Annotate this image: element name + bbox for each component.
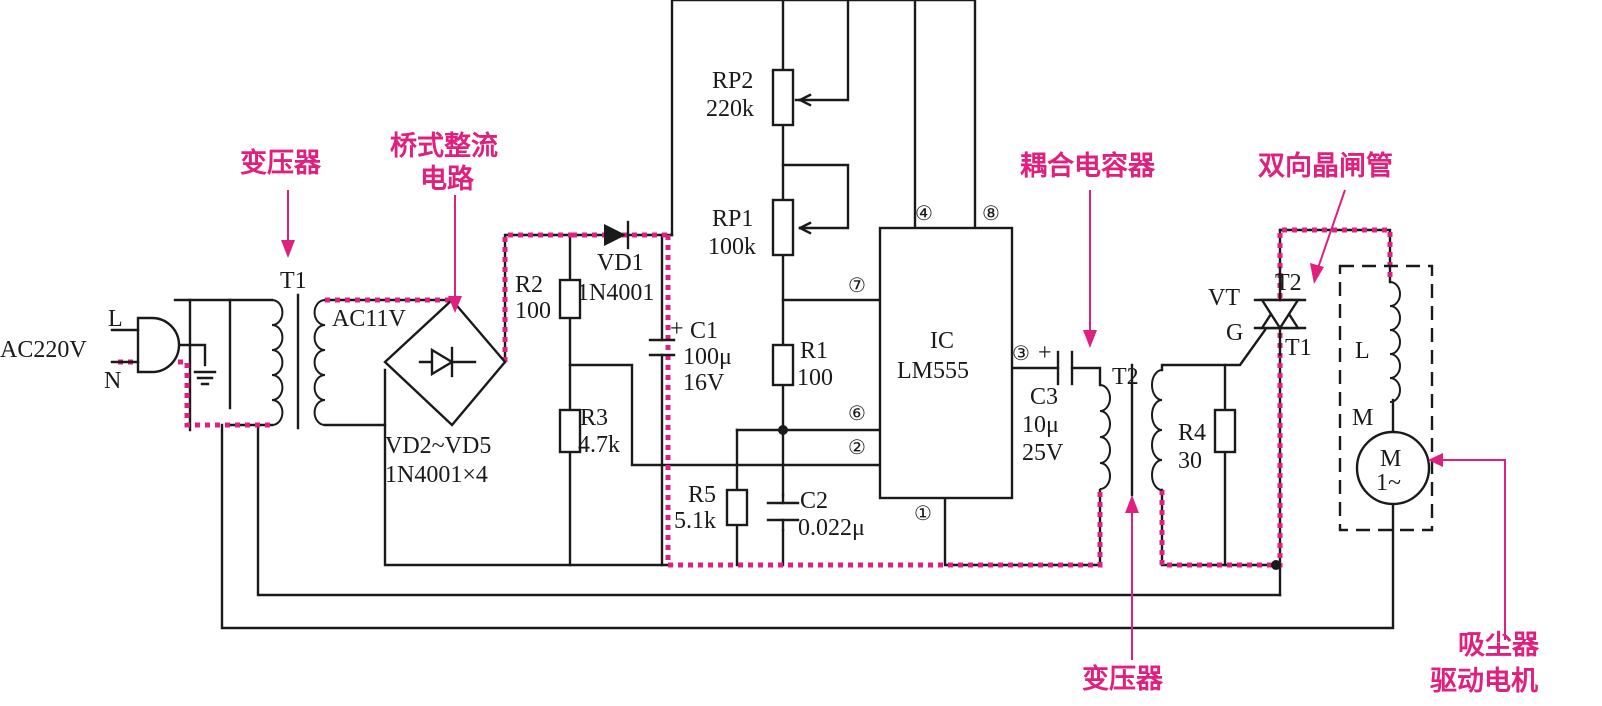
motor-circle: [1355, 430, 1431, 506]
label-r1: R1: [800, 338, 828, 364]
label-t2: T2: [1112, 364, 1139, 390]
label-c1-voltage: 16V: [683, 370, 725, 396]
label-rp2-value: 220k: [706, 96, 754, 122]
annotation-motor-line1: 吸尘器: [1458, 630, 1540, 661]
annotation-motor-line2: 驱动电机: [1430, 666, 1538, 697]
label-c2-value: 0.022μ: [798, 515, 865, 541]
bridge-rectifier: [383, 298, 507, 427]
label-vd2-part: 1N4001×4: [385, 462, 488, 488]
triac-vt: [1253, 266, 1307, 357]
annotation-transformer-bottom: 变压器: [1082, 663, 1164, 695]
pin-7: ⑦: [848, 275, 866, 297]
pin-3: ③: [1012, 343, 1030, 365]
label-motor-symbol: M: [1380, 446, 1401, 472]
label-c1: C1: [690, 318, 718, 344]
label-motor-phase: 1~: [1376, 470, 1401, 496]
diode-vd1: [604, 220, 630, 250]
label-r2: R2: [515, 272, 543, 298]
label-motor-l: L: [1355, 338, 1370, 364]
label-ac220v: AC220V: [0, 337, 87, 363]
label-ac11v: AC11V: [332, 306, 406, 332]
motor-dashed-box: [1338, 264, 1434, 532]
pin-8: ⑧: [982, 203, 1000, 225]
potentiometer-rp2: [771, 68, 795, 127]
label-r4-value: 30: [1178, 448, 1202, 474]
label-vt-t1: T1: [1285, 335, 1312, 361]
label-vt-g: G: [1226, 320, 1243, 346]
label-vd1-part: 1N4001: [577, 280, 654, 306]
resistor-r2: [558, 278, 582, 320]
highlight-loops: [118, 227, 1393, 568]
potentiometer-rp1: [771, 198, 795, 257]
resistor-r3: [558, 408, 582, 454]
capacitor-c2: [766, 493, 800, 532]
transformer-t2: [1099, 363, 1163, 497]
label-rp2: RP2: [712, 68, 753, 94]
label-r3: R3: [580, 405, 608, 431]
label-motor-m: M: [1352, 405, 1373, 431]
capacitor-c1: [648, 338, 676, 357]
label-rp1: RP1: [712, 206, 753, 232]
label-r1-value: 100: [797, 365, 833, 391]
label-rp1-value: 100k: [708, 234, 756, 260]
transformer-t1: [271, 293, 326, 430]
label-vd1: VD1: [597, 250, 644, 276]
label-r2-value: 100: [515, 298, 551, 324]
pin-1: ①: [914, 503, 932, 525]
pin-4: ④: [915, 203, 933, 225]
label-l: L: [108, 306, 123, 332]
pin-2: ②: [848, 437, 866, 459]
annotation-bridge-line1: 桥式整流: [390, 131, 498, 162]
component-labels: AC220V L N T1 AC11V VD2~VD5 1N4001×4 R2 …: [0, 68, 1401, 541]
label-r5: R5: [688, 482, 716, 508]
label-ic: IC: [930, 328, 954, 354]
resistor-r5: [725, 488, 749, 527]
label-vt-t2: T2: [1275, 270, 1302, 296]
label-c3-voltage: 25V: [1022, 440, 1064, 466]
annotation-transformer-left: 变压器: [240, 147, 322, 179]
ac-plug: [110, 316, 217, 386]
pin-6: ⑥: [848, 403, 866, 425]
resistor-r1: [771, 343, 795, 387]
label-t1: T1: [280, 268, 307, 294]
label-r5-value: 5.1k: [674, 508, 716, 534]
label-vt: VT: [1208, 285, 1240, 311]
label-c1-plus: +: [670, 316, 684, 342]
label-r3-value: 4.7k: [578, 432, 620, 458]
annotation-arrows: [281, 189, 1506, 660]
annotation-triac: 双向晶闸管: [1258, 150, 1393, 182]
motor-winding-l: [1389, 281, 1401, 403]
label-c1-value: 100μ: [683, 344, 732, 370]
label-vd2-vd5: VD2~VD5: [385, 433, 491, 459]
ic-lm555: [878, 226, 1014, 500]
annotation-coupling-cap: 耦合电容器: [1020, 150, 1156, 182]
label-c3-plus: +: [1038, 340, 1052, 366]
label-c3-value: 10μ: [1022, 412, 1059, 438]
label-c3: C3: [1030, 384, 1058, 410]
label-ic-part: LM555: [897, 358, 969, 384]
label-c2: C2: [800, 488, 828, 514]
annotation-texts: 变压器 桥式整流 电路 耦合电容器 双向晶闸管 变压器 吸尘器 驱动电机: [240, 131, 1540, 697]
annotation-bridge-line2: 电路: [420, 163, 475, 195]
capacitor-c3: [1056, 350, 1074, 386]
label-n: N: [104, 368, 121, 394]
label-r4: R4: [1178, 420, 1206, 446]
resistor-r4: [1213, 408, 1237, 454]
